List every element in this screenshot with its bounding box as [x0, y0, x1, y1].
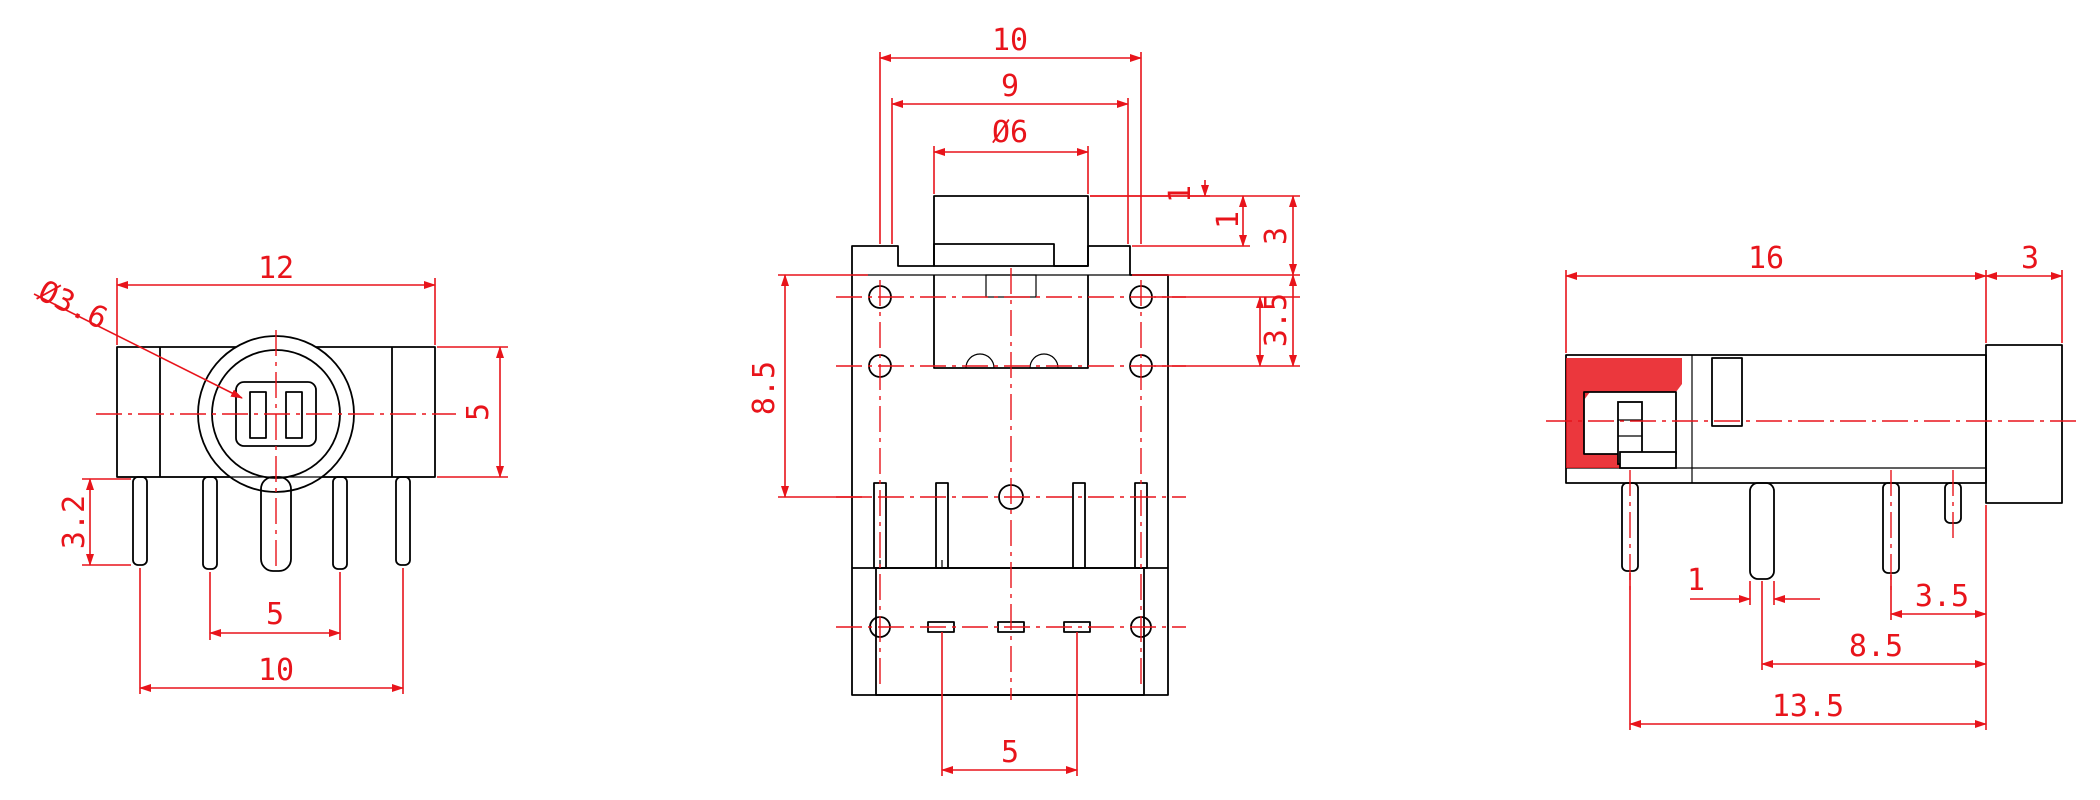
top-collar — [933, 195, 1089, 267]
front-width-label: 12 — [258, 251, 294, 286]
side-pin-width-label: 1 — [1687, 563, 1705, 598]
top-step-height-label: 1 — [1211, 211, 1246, 229]
top-mount-spacing-left-label: 8.5 — [747, 361, 782, 415]
side-collar-length-label: 3 — [2021, 241, 2039, 276]
top-socket-diameter-label: Ø6 — [992, 115, 1028, 150]
front-height-label: 5 — [461, 403, 496, 421]
side-offset-mid-label: 8.5 — [1849, 629, 1903, 664]
top-body — [851, 243, 1169, 696]
front-outer-pitch-label: 10 — [258, 653, 294, 688]
side-pins — [1621, 482, 1962, 580]
side-offset-far-label: 13.5 — [1772, 689, 1844, 724]
front-inner-pitch-label: 5 — [266, 597, 284, 632]
top-pins — [852, 482, 1168, 696]
side-section-hatch — [1566, 358, 1682, 468]
top-mount-spacing-upper-label: 3.5 — [1259, 293, 1294, 347]
top-inner-width-label: 9 — [1001, 69, 1019, 104]
side-body-length-label: 16 — [1748, 241, 1784, 276]
side-view: 16 3 1 3.5 8.5 13.5 — [1546, 241, 2080, 730]
top-overall-width-label: 10 — [992, 23, 1028, 58]
front-view: 12 Ø3.6 5 3.2 5 10 — [32, 251, 508, 694]
top-view: 10 9 Ø6 1 1 3 3.5 8.5 — [747, 23, 1300, 776]
front-pin-length-label: 3.2 — [57, 495, 92, 549]
top-collar-offset-label: 1 — [1163, 185, 1198, 203]
side-collar — [1985, 344, 2063, 504]
side-offset-small-label: 3.5 — [1915, 579, 1969, 614]
top-collar-height-label: 3 — [1259, 227, 1294, 245]
front-hole-diameter-label: Ø3.6 — [32, 274, 112, 337]
front-pins — [117, 476, 435, 572]
top-pad-spacing-label: 5 — [1001, 735, 1019, 770]
